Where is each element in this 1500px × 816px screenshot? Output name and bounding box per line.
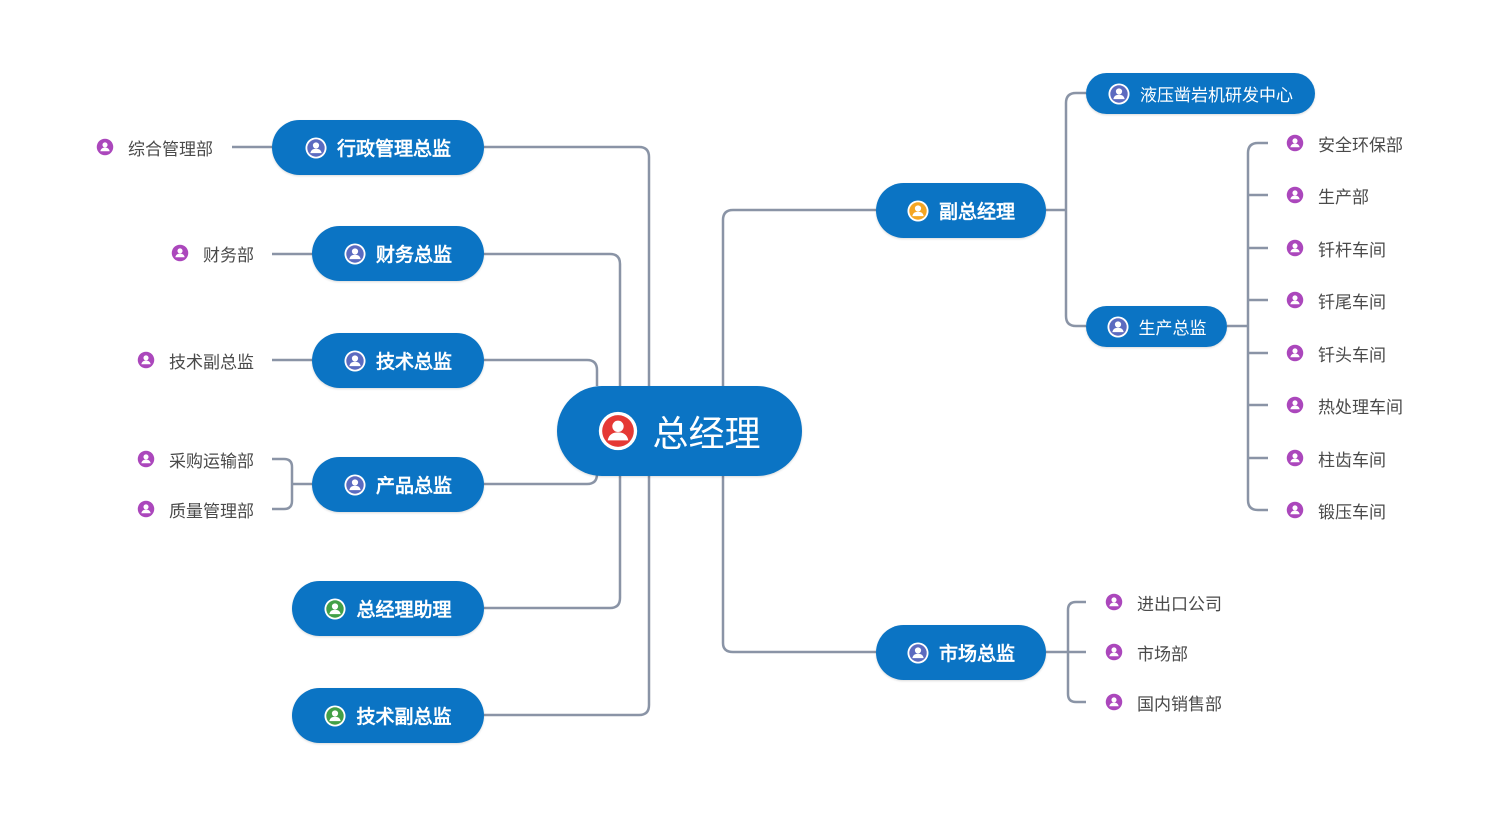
- leaf-node[interactable]: 热处理车间: [1286, 393, 1403, 418]
- leaf-node[interactable]: 技术副总监: [137, 348, 254, 373]
- user-icon: [1106, 315, 1129, 338]
- leaf-node[interactable]: 采购运输部: [137, 447, 254, 472]
- node-label: 副总经理: [938, 201, 1015, 223]
- leaf-node[interactable]: 财务部: [171, 241, 254, 266]
- user-icon: [96, 138, 114, 156]
- user-icon: [1286, 291, 1304, 309]
- leaf-label: 热处理车间: [1318, 397, 1403, 418]
- leaf-label: 综合管理部: [128, 139, 213, 160]
- user-icon: [1286, 449, 1304, 467]
- user-icon: [1286, 344, 1304, 362]
- connector-line: [484, 473, 599, 486]
- node-label: 生产总监: [1138, 319, 1207, 339]
- leaf-label: 国内销售部: [1137, 694, 1222, 715]
- user-icon: [1286, 396, 1304, 414]
- user-icon: [598, 411, 638, 451]
- node-deputy-tech-director[interactable]: 技术副总监: [292, 688, 484, 743]
- node-gm-assistant[interactable]: 总经理助理: [292, 581, 484, 636]
- leaf-label: 柱齿车间: [1318, 450, 1386, 471]
- user-icon: [137, 450, 155, 468]
- connector-line: [484, 145, 651, 386]
- node-label: 财务总监: [375, 244, 452, 266]
- connector-line: [272, 457, 294, 511]
- leaf-node[interactable]: 国内销售部: [1105, 690, 1222, 715]
- user-icon: [344, 242, 366, 265]
- connector-line: [721, 208, 876, 386]
- leaf-label: 财务部: [203, 245, 254, 266]
- user-icon: [1105, 693, 1123, 711]
- leaf-label: 进出口公司: [1137, 594, 1222, 615]
- node-label: 技术总监: [375, 351, 452, 373]
- node-marketing-director[interactable]: 市场总监: [876, 625, 1046, 680]
- user-icon: [171, 244, 189, 262]
- node-rnd-center[interactable]: 液压凿岩机研发中心: [1086, 73, 1315, 114]
- user-icon: [1286, 134, 1304, 152]
- leaf-label: 采购运输部: [169, 451, 254, 472]
- node-label: 行政管理总监: [336, 138, 451, 160]
- user-icon: [324, 704, 347, 727]
- connector-line: [484, 476, 651, 717]
- leaf-node[interactable]: 生产部: [1286, 183, 1369, 208]
- connector-line: [1064, 210, 1086, 328]
- leaf-node[interactable]: 钎头车间: [1286, 341, 1386, 366]
- user-icon: [344, 473, 366, 496]
- leaf-node[interactable]: 锻压车间: [1286, 498, 1386, 523]
- user-icon: [1286, 501, 1304, 519]
- leaf-label: 市场部: [1137, 644, 1188, 665]
- node-admin-director[interactable]: 行政管理总监: [272, 120, 484, 175]
- user-icon: [1286, 239, 1304, 257]
- user-icon: [324, 597, 347, 620]
- root-label: 总经理: [652, 414, 761, 455]
- user-icon: [344, 349, 366, 372]
- leaf-node[interactable]: 市场部: [1105, 640, 1188, 665]
- leaf-node[interactable]: 质量管理部: [137, 497, 254, 522]
- user-icon: [305, 136, 327, 159]
- connector-line: [721, 476, 876, 654]
- user-icon: [907, 641, 929, 664]
- leaf-node[interactable]: 钎杆车间: [1286, 236, 1386, 261]
- connector-line: [484, 358, 599, 386]
- leaf-node[interactable]: 综合管理部: [96, 135, 213, 160]
- connector-line: [1246, 141, 1268, 512]
- node-product-director[interactable]: 产品总监: [312, 457, 484, 512]
- user-icon: [1108, 82, 1130, 105]
- node-label: 总经理助理: [356, 599, 452, 621]
- node-production-director[interactable]: 生产总监: [1086, 306, 1227, 347]
- leaf-node[interactable]: 柱齿车间: [1286, 446, 1386, 471]
- user-icon: [137, 351, 155, 369]
- node-label: 产品总监: [375, 475, 452, 497]
- user-icon: [1105, 593, 1123, 611]
- user-icon: [137, 500, 155, 518]
- leaf-label: 钎杆车间: [1318, 240, 1386, 261]
- leaf-label: 生产部: [1318, 187, 1369, 208]
- leaf-label: 技术副总监: [169, 352, 254, 373]
- leaf-label: 钎尾车间: [1318, 292, 1386, 313]
- connector-line: [484, 252, 622, 386]
- connector-line: [1066, 600, 1086, 704]
- node-tech-director[interactable]: 技术总监: [312, 333, 484, 388]
- user-icon: [907, 199, 929, 222]
- user-icon: [1105, 643, 1123, 661]
- leaf-node[interactable]: 钎尾车间: [1286, 288, 1386, 313]
- node-label: 市场总监: [938, 643, 1015, 665]
- connector-line: [484, 476, 622, 610]
- leaf-label: 锻压车间: [1318, 502, 1386, 523]
- node-deputy-gm[interactable]: 副总经理: [876, 183, 1046, 238]
- node-finance-director[interactable]: 财务总监: [312, 226, 484, 281]
- leaf-label: 钎头车间: [1318, 345, 1386, 366]
- node-label: 液压凿岩机研发中心: [1140, 86, 1293, 106]
- node-label: 技术副总监: [356, 706, 452, 728]
- leaf-label: 质量管理部: [169, 501, 254, 522]
- root-node[interactable]: 总经理: [557, 386, 802, 476]
- leaf-node[interactable]: 安全环保部: [1286, 131, 1403, 156]
- user-icon: [1286, 186, 1304, 204]
- leaf-label: 安全环保部: [1318, 135, 1403, 156]
- connector-line: [1064, 91, 1086, 210]
- leaf-node[interactable]: 进出口公司: [1105, 590, 1222, 615]
